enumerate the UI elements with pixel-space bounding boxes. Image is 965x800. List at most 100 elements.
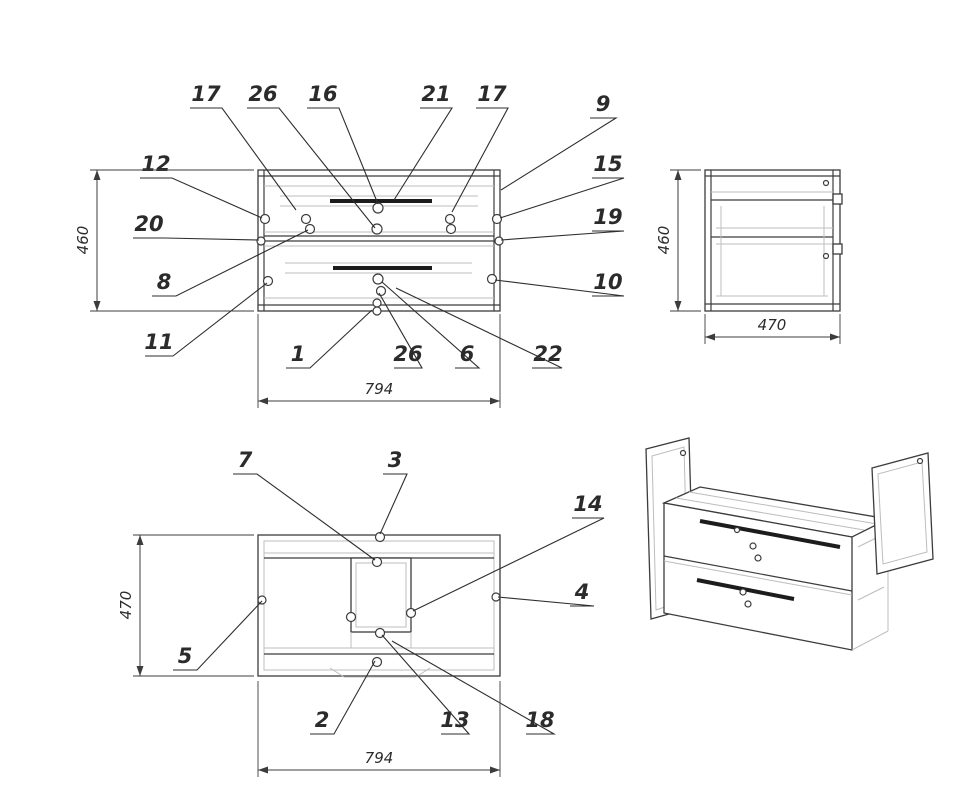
leader-line bbox=[233, 473, 376, 561]
siphon-cutout-box bbox=[350, 557, 412, 648]
screw-mark bbox=[744, 600, 752, 608]
leader-line bbox=[378, 292, 423, 369]
callout-26-bottom: 26 bbox=[378, 292, 423, 369]
leader-line bbox=[145, 282, 268, 357]
side-drawer-details bbox=[711, 179, 843, 297]
callout-17-top-right: 17 bbox=[451, 82, 509, 213]
callout-label: 8 bbox=[157, 270, 172, 294]
top-depth-dimension: 470 bbox=[117, 534, 254, 677]
callout-label: 22 bbox=[533, 342, 562, 366]
screw-mark bbox=[679, 449, 687, 457]
callout-label: 16 bbox=[308, 82, 337, 106]
top-view: 7 3 14 4 5 2 13 18 bbox=[117, 448, 605, 777]
callout-label: 18 bbox=[525, 708, 554, 732]
iso-upper-drawer-handle bbox=[699, 519, 841, 549]
callout-16: 16 bbox=[307, 82, 379, 205]
front-fasteners bbox=[256, 202, 504, 316]
leader-line bbox=[190, 107, 297, 211]
callout-9: 9 bbox=[500, 92, 618, 191]
leader-line bbox=[310, 660, 376, 735]
callout-label: 13 bbox=[440, 708, 469, 732]
callout-14: 14 bbox=[412, 492, 605, 612]
leader-line bbox=[393, 107, 453, 201]
callout-label: 17 bbox=[191, 82, 221, 106]
leader-line bbox=[494, 279, 625, 297]
leader-line bbox=[451, 107, 509, 213]
dimension-label: 470 bbox=[117, 591, 135, 620]
leader-line bbox=[173, 600, 263, 671]
callout-label: 19 bbox=[593, 205, 622, 229]
callout-label: 9 bbox=[596, 92, 611, 116]
callout-8: 8 bbox=[152, 229, 309, 297]
iso-right-side-panel bbox=[871, 452, 934, 575]
callout-label: 1 bbox=[291, 342, 306, 366]
leader-line bbox=[379, 473, 408, 535]
dimension-label: 460 bbox=[74, 226, 92, 255]
iso-carcass bbox=[661, 486, 891, 651]
callout-10: 10 bbox=[494, 270, 625, 297]
front-drawer-details bbox=[264, 185, 494, 299]
callout-label: 5 bbox=[178, 644, 193, 668]
callout-18: 18 bbox=[391, 640, 557, 735]
callout-label: 26 bbox=[248, 82, 277, 106]
callout-label: 12 bbox=[141, 152, 170, 176]
leader-line bbox=[395, 287, 563, 369]
leader-line bbox=[140, 177, 263, 219]
top-width-dimension: 794 bbox=[257, 681, 501, 777]
leader-line bbox=[152, 229, 309, 297]
callout-3: 3 bbox=[379, 448, 408, 535]
callout-11: 11 bbox=[144, 282, 268, 357]
front-view: 17 26 16 21 17 9 12 15 bbox=[74, 82, 625, 408]
top-fasteners bbox=[257, 531, 501, 668]
leader-line bbox=[133, 237, 260, 241]
callout-26-top: 26 bbox=[247, 82, 376, 229]
callout-label: 14 bbox=[573, 492, 602, 516]
callout-6: 6 bbox=[381, 281, 481, 369]
screw-mark bbox=[916, 457, 924, 465]
callout-22: 22 bbox=[395, 287, 563, 369]
leader-line bbox=[391, 640, 557, 735]
callout-label: 15 bbox=[593, 152, 622, 176]
side-height-dimension: 460 bbox=[655, 169, 701, 312]
callout-label: 10 bbox=[593, 270, 622, 294]
callout-label: 3 bbox=[388, 448, 403, 472]
dimension-label: 794 bbox=[365, 749, 394, 767]
callout-4: 4 bbox=[497, 580, 595, 607]
dimension-label: 470 bbox=[758, 316, 787, 334]
dimension-label: 794 bbox=[365, 380, 394, 398]
leader-line bbox=[307, 107, 379, 205]
screw-mark bbox=[733, 526, 741, 534]
screw-mark bbox=[739, 588, 747, 596]
screw-mark bbox=[754, 554, 762, 562]
callout-2: 2 bbox=[310, 660, 376, 735]
leader-line bbox=[412, 517, 605, 612]
callout-17-top-left: 17 bbox=[190, 82, 297, 211]
callout-21: 21 bbox=[393, 82, 453, 201]
mount-bracket-bottom bbox=[832, 243, 843, 255]
side-carcass-outline bbox=[704, 169, 841, 312]
callout-label: 11 bbox=[144, 330, 173, 354]
front-width-dimension: 794 bbox=[257, 314, 501, 408]
leader-line bbox=[500, 117, 618, 191]
leader-line bbox=[500, 230, 625, 241]
leader-line bbox=[497, 596, 595, 607]
callout-label: 21 bbox=[421, 82, 450, 106]
callout-7: 7 bbox=[233, 448, 376, 561]
leader-line bbox=[381, 281, 481, 369]
callout-12: 12 bbox=[140, 152, 263, 219]
mount-bracket-top bbox=[832, 193, 843, 205]
callout-15: 15 bbox=[499, 152, 625, 219]
screw-mark bbox=[749, 542, 757, 550]
leader-line bbox=[499, 177, 625, 219]
front-height-dimension: 460 bbox=[74, 169, 254, 312]
callout-label: 7 bbox=[238, 448, 253, 472]
callout-1: 1 bbox=[286, 309, 373, 369]
side-view: 460 470 bbox=[655, 169, 843, 344]
callout-label: 4 bbox=[574, 580, 590, 604]
callout-label: 20 bbox=[134, 212, 163, 236]
front-apron bbox=[329, 667, 431, 678]
leader-line bbox=[381, 634, 471, 735]
callout-5: 5 bbox=[173, 600, 263, 671]
